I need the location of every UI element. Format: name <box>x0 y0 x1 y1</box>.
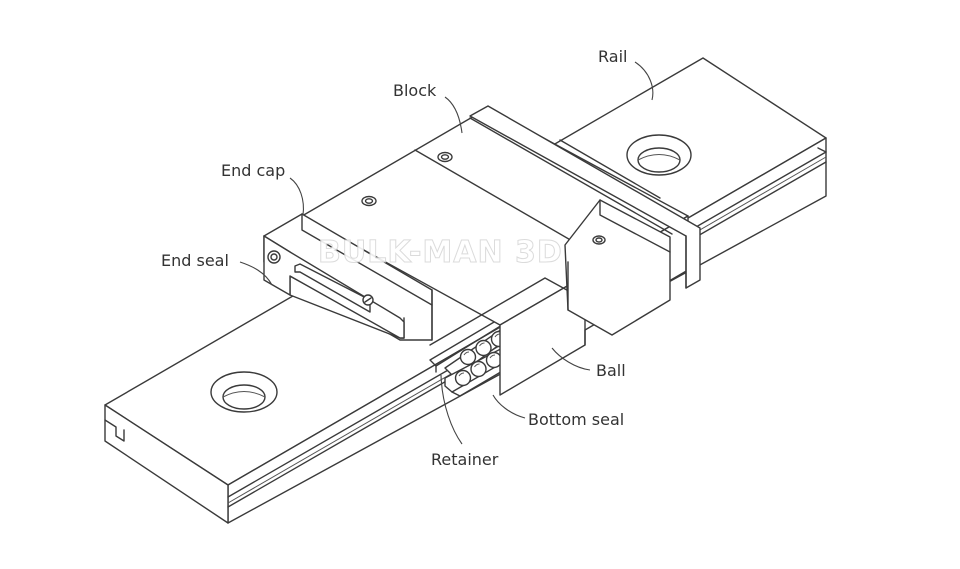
leader-block <box>444 96 463 134</box>
label-rail: Rail <box>598 47 627 66</box>
watermark: BULK-MAN 3D <box>318 235 563 270</box>
label-ball: Ball <box>596 361 626 380</box>
leader-rail <box>634 61 654 101</box>
block-flange <box>469 105 701 289</box>
ball-highlight <box>458 372 465 377</box>
ball <box>454 369 472 387</box>
leader-end-cap <box>289 177 304 216</box>
label-end-cap: End cap <box>221 161 285 180</box>
leader-end-seal <box>239 261 273 286</box>
block-hole-1 <box>437 151 453 163</box>
rail-hole-rear <box>626 134 692 176</box>
ball-highlight <box>474 363 480 368</box>
block-hole-2 <box>361 195 377 207</box>
ball-highlight <box>463 351 470 356</box>
ball-highlight <box>479 342 485 347</box>
rail-hole-front <box>210 371 278 413</box>
label-bottom-seal: Bottom seal <box>528 410 624 429</box>
block-right-segment <box>564 199 671 336</box>
label-block: Block <box>393 81 437 100</box>
ball <box>475 339 492 357</box>
end-seal <box>263 235 405 339</box>
leader-retainer <box>440 374 463 445</box>
label-end-seal: End seal <box>161 251 229 270</box>
ball-highlight <box>489 354 496 359</box>
leader-bottom-seal <box>492 394 526 419</box>
leader-ball <box>551 347 591 371</box>
label-retainer: Retainer <box>431 450 499 469</box>
ball <box>470 360 487 378</box>
ball <box>459 348 477 366</box>
